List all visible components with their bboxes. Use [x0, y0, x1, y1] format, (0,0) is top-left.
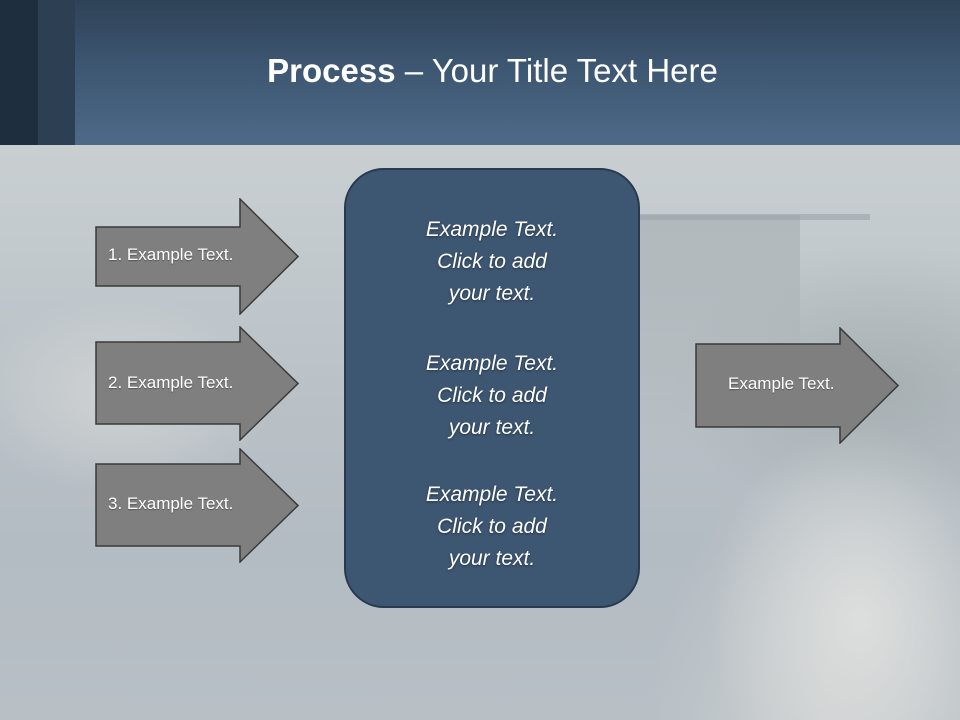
- arrow-label: 3. Example Text.: [108, 494, 234, 513]
- dam-crest: [640, 214, 870, 220]
- title-rest: – Your Title Text Here: [395, 52, 718, 89]
- arrow-shape: [695, 327, 899, 444]
- arrow-shape: [95, 448, 299, 563]
- center-process-box[interactable]: Example Text. Click to add your text. Ex…: [344, 168, 640, 608]
- header-accent-mid: [38, 0, 75, 145]
- center-item-1[interactable]: Example Text. Click to add your text.: [425, 218, 559, 305]
- center-item-2[interactable]: Example Text. Click to add your text.: [425, 352, 559, 439]
- title-bar: Process – Your Title Text Here: [0, 0, 960, 145]
- left-arrow-3[interactable]: 3. Example Text.: [95, 448, 299, 563]
- left-arrow-1[interactable]: 1. Example Text.: [95, 198, 299, 315]
- header-accent-dark: [0, 0, 38, 145]
- left-arrow-2[interactable]: 2. Example Text.: [95, 326, 299, 441]
- arrow-shape: [95, 198, 299, 315]
- arrow-label: 1. Example Text.: [108, 245, 234, 264]
- slide-title[interactable]: Process – Your Title Text Here: [0, 52, 960, 90]
- arrow-label: Example Text.: [728, 374, 835, 393]
- arrow-shape: [95, 326, 299, 441]
- right-arrow[interactable]: Example Text.: [695, 327, 899, 444]
- rock-cliff: [680, 420, 960, 720]
- title-bold: Process: [267, 52, 396, 89]
- center-item-3[interactable]: Example Text. Click to add your text.: [425, 483, 559, 570]
- arrow-label: 2. Example Text.: [108, 373, 234, 392]
